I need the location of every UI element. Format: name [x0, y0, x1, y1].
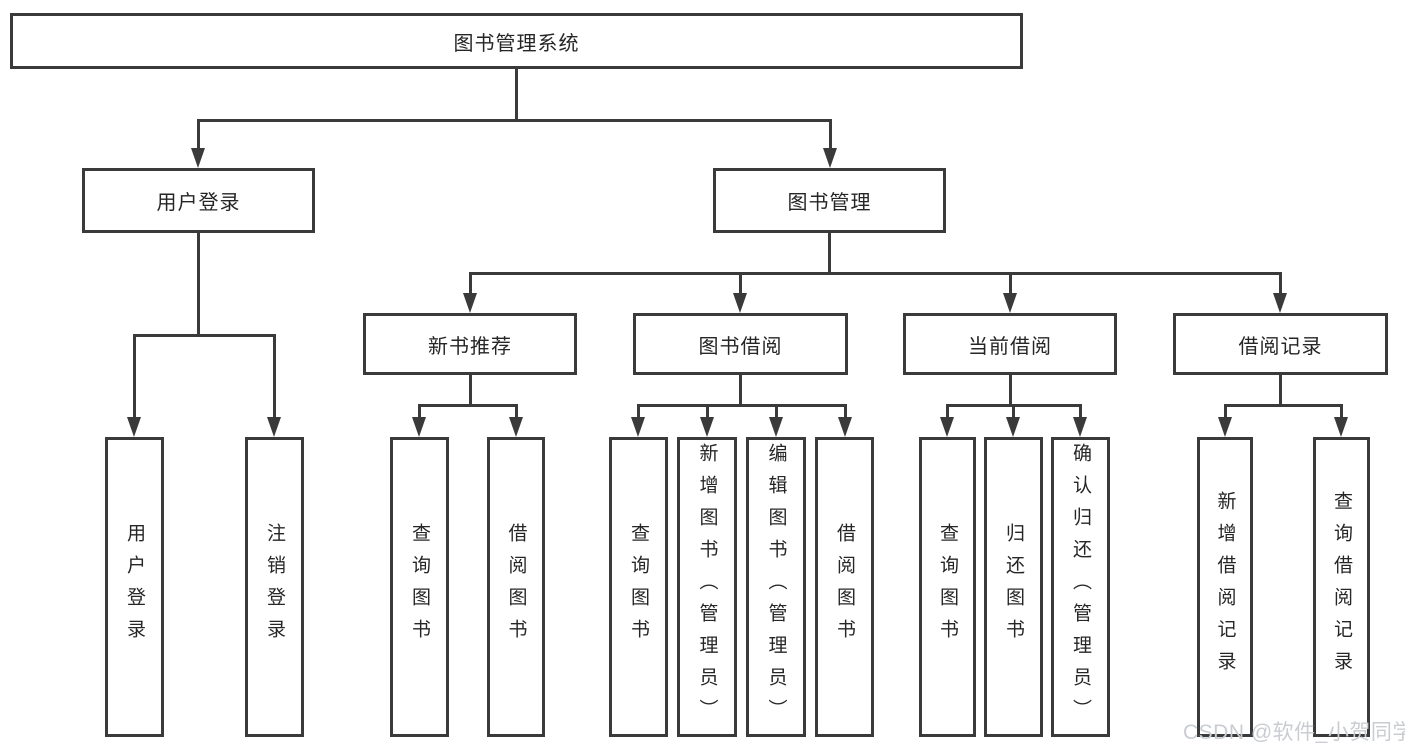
leaf-borrow-books-1: 借阅图书: [487, 437, 545, 737]
connector-branch-bar: [196, 118, 832, 122]
arrowhead-down-icon: [412, 417, 426, 437]
arrowhead-down-icon: [1218, 417, 1232, 437]
leaf-add-borrow-record: 新增借阅记录: [1197, 437, 1253, 737]
leaf-add-book-admin-label: 新增图书（管理员）: [696, 443, 718, 731]
leaf-edit-book-admin: 编辑图书（管理员）: [746, 437, 806, 737]
connector-stem-line: [945, 405, 949, 419]
arrowhead-down-icon: [733, 293, 747, 313]
connector-stem-line: [196, 120, 200, 150]
leaf-borrow-books-2: 借阅图书: [815, 437, 874, 737]
arrowhead-down-icon: [940, 417, 954, 437]
node-new-book-recommend: 新书推荐: [363, 313, 577, 375]
connector-stem-line: [514, 405, 518, 419]
leaf-borrow-books-1-label: 借阅图书: [505, 523, 527, 651]
arrowhead-down-icon: [1003, 293, 1017, 313]
leaf-query-books-3: 查询图书: [919, 437, 976, 737]
node-book-management-label: 图书管理: [787, 192, 872, 214]
arrowhead-down-icon: [463, 293, 477, 313]
arrowhead-down-icon: [1006, 417, 1020, 437]
connector-branch-bar: [468, 271, 1282, 275]
connector-branch-bar: [636, 403, 847, 407]
arrowhead-down-icon: [191, 148, 205, 168]
connector-stem-line: [417, 405, 421, 419]
leaf-return-book-label: 归还图书: [1003, 523, 1024, 651]
node-user-login: 用户登录: [82, 168, 315, 233]
arrowhead-down-icon: [631, 417, 645, 437]
connector-trunk-line: [827, 233, 831, 273]
leaf-add-book-admin: 新增图书（管理员）: [677, 437, 737, 737]
node-book-management: 图书管理: [713, 168, 946, 233]
connector-trunk-line: [514, 69, 518, 120]
connector-stem-line: [1008, 273, 1012, 295]
leaf-borrow-books-2-label: 借阅图书: [834, 523, 855, 651]
node-book-borrow-label: 图书借阅: [698, 335, 783, 358]
leaf-logout-label: 注销登录: [264, 523, 285, 651]
leaf-add-borrow-record-label: 新增借阅记录: [1214, 491, 1236, 683]
leaf-query-books-1: 查询图书: [390, 437, 449, 737]
connector-stem-line: [1078, 405, 1082, 419]
connector-branch-bar: [132, 333, 276, 337]
leaf-edit-book-admin-label: 编辑图书（管理员）: [765, 443, 787, 731]
leaf-query-borrow-record: 查询借阅记录: [1313, 437, 1370, 737]
connector-branch-bar: [417, 403, 518, 407]
connector-stem-line: [1278, 273, 1282, 295]
node-borrow-records: 借阅记录: [1173, 313, 1388, 375]
node-root-label: 图书管理系统: [453, 32, 580, 55]
leaf-confirm-return-admin: 确认归还（管理员）: [1051, 437, 1110, 737]
connector-branch-bar: [1223, 403, 1343, 407]
arrowhead-down-icon: [509, 417, 523, 437]
leaf-logout: 注销登录: [245, 437, 304, 737]
leaf-user-login: 用户登录: [105, 437, 164, 737]
leaf-return-book: 归还图书: [984, 437, 1043, 737]
arrowhead-down-icon: [267, 417, 281, 437]
connector-stem-line: [1339, 405, 1343, 419]
connector-stem-line: [843, 405, 847, 419]
connector-stem-line: [1223, 405, 1227, 419]
connector-stem-line: [828, 120, 832, 150]
node-new-book-recommend-label: 新书推荐: [428, 335, 512, 358]
arrowhead-down-icon: [127, 417, 141, 437]
watermark-text: CSDN @软件_小贺同学: [1183, 721, 1405, 744]
arrowhead-down-icon: [1273, 293, 1287, 313]
node-book-borrow: 图书借阅: [633, 313, 848, 375]
arrowhead-down-icon: [838, 417, 852, 437]
node-current-borrow: 当前借阅: [903, 313, 1117, 375]
node-root: 图书管理系统: [10, 13, 1023, 69]
leaf-query-books-2: 查询图书: [609, 437, 668, 737]
node-current-borrow-label: 当前借阅: [968, 335, 1052, 358]
arrowhead-down-icon: [1073, 417, 1087, 437]
connector-stem-line: [272, 335, 276, 419]
connector-stem-line: [636, 405, 640, 419]
node-borrow-records-label: 借阅记录: [1238, 335, 1323, 358]
node-user-login-label: 用户登录: [156, 192, 241, 214]
connector-trunk-line: [1278, 375, 1282, 405]
arrowhead-down-icon: [769, 417, 783, 437]
leaf-confirm-return-admin-label: 确认归还（管理员）: [1070, 443, 1091, 731]
arrowhead-down-icon: [700, 417, 714, 437]
connector-trunk-line: [196, 233, 200, 335]
connector-stem-line: [738, 273, 742, 295]
connector-stem-line: [705, 405, 709, 419]
arrowhead-down-icon: [823, 148, 837, 168]
leaf-query-books-1-label: 查询图书: [409, 523, 430, 651]
connector-stem-line: [132, 335, 136, 419]
connector-trunk-line: [1008, 375, 1012, 405]
connector-stem-line: [468, 273, 472, 295]
connector-stem-line: [774, 405, 778, 419]
leaf-query-borrow-record-label: 查询借阅记录: [1331, 491, 1352, 683]
leaf-query-books-3-label: 查询图书: [937, 523, 958, 651]
connector-trunk-line: [468, 375, 472, 405]
connector-stem-line: [1011, 405, 1015, 419]
leaf-query-books-2-label: 查询图书: [628, 523, 649, 651]
arrowhead-down-icon: [1334, 417, 1348, 437]
leaf-user-login-label: 用户登录: [124, 523, 145, 651]
connector-trunk-line: [738, 375, 742, 405]
